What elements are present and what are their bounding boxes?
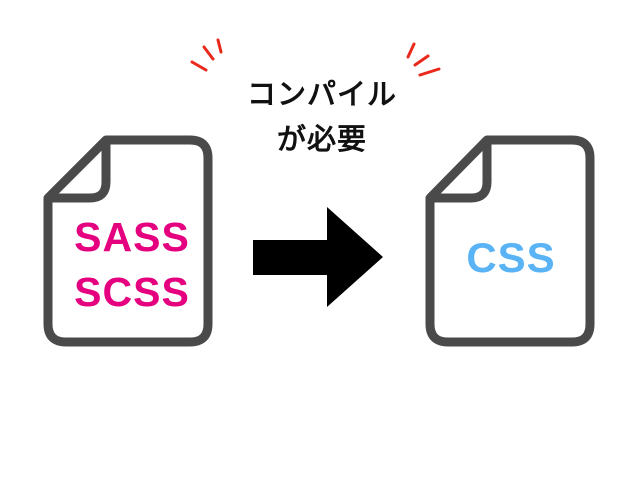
source-document-icon (43, 135, 213, 347)
compile-required-caption: コンパイル が必要 (222, 72, 422, 162)
target-document-icon (425, 135, 595, 347)
burst-line (406, 42, 416, 59)
burst-line (202, 45, 215, 61)
caption-line-1: コンパイル (246, 77, 397, 111)
caption-line-2: が必要 (276, 122, 367, 156)
emphasis-lines-left-icon (190, 38, 223, 72)
burst-line (190, 60, 208, 72)
right-arrow-icon (253, 207, 383, 307)
burst-line (418, 67, 441, 77)
source-file-label-line-2: SCSS (74, 269, 190, 315)
emphasis-lines-right-icon (406, 42, 441, 77)
burst-line (413, 54, 430, 67)
target-file-label: CSS (466, 234, 556, 281)
source-file-label-line-1: SASS (74, 214, 190, 260)
burst-line (216, 38, 223, 54)
source-file-label: SASS SCSS (62, 210, 202, 320)
